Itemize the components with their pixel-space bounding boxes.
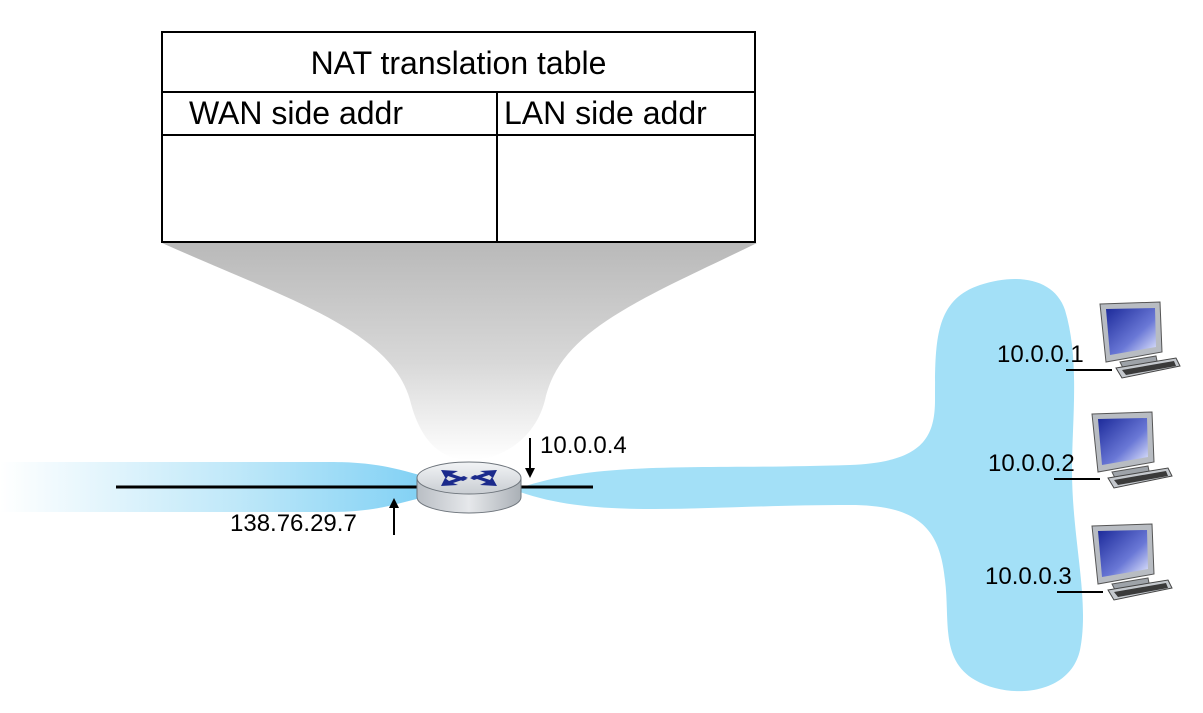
nat-translation-table: NAT translation table WAN side addr LAN … <box>161 31 756 243</box>
column-header-wan: WAN side addr <box>189 95 403 131</box>
host-address-2: 10.0.0.2 <box>988 450 1075 477</box>
lan-address-arrow <box>525 438 535 478</box>
wan-address-arrow <box>389 498 399 535</box>
nat-router[interactable] <box>416 461 522 514</box>
router-wan-address: 138.76.29.7 <box>230 510 357 537</box>
host-computer-2[interactable] <box>1091 411 1173 489</box>
zoom-funnel <box>162 243 757 460</box>
column-divider <box>496 93 498 241</box>
nat-table-title: NAT translation table <box>310 45 607 81</box>
host-computer-3[interactable] <box>1091 523 1173 601</box>
router-lan-address: 10.0.0.4 <box>540 432 627 459</box>
header-row-divider <box>163 134 755 136</box>
table-title-divider <box>161 91 756 93</box>
host-address-1: 10.0.0.1 <box>997 341 1084 368</box>
host-computer-1[interactable] <box>1099 301 1181 379</box>
lan-cloud <box>520 278 1084 692</box>
column-header-lan: LAN side addr <box>504 95 707 131</box>
host-address-3: 10.0.0.3 <box>985 563 1072 590</box>
router-arrows-icon <box>441 470 497 486</box>
